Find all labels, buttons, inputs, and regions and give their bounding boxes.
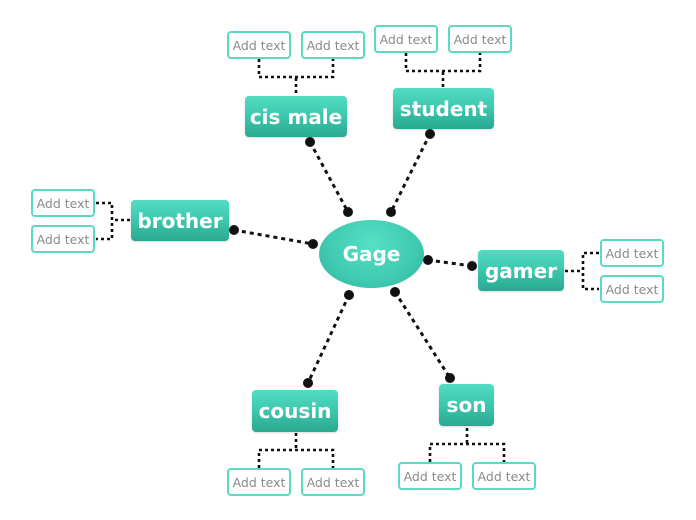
branch-son[interactable]: son <box>439 384 494 426</box>
connector-gamer <box>427 258 473 268</box>
connectors <box>233 133 473 384</box>
connector-dots <box>229 129 477 388</box>
branch-label: student <box>399 96 488 121</box>
branch-brother[interactable]: brother <box>131 200 229 241</box>
branch-label: cousin <box>258 399 332 423</box>
leaf-add-text[interactable]: Add text <box>600 239 664 267</box>
bracket-student <box>404 53 482 87</box>
connector-dot <box>423 255 433 265</box>
leaf-add-text[interactable]: Add text <box>472 462 536 490</box>
branch-label: cis male <box>249 104 343 129</box>
branch-student[interactable]: student <box>393 88 494 129</box>
leaf-add-text[interactable]: Add text <box>448 25 512 53</box>
connector-son <box>393 291 452 379</box>
connector-dot <box>390 287 400 297</box>
bracket-cis-male <box>257 59 335 93</box>
bracket-cousin <box>257 433 335 468</box>
leaf-add-text[interactable]: Add text <box>374 25 438 53</box>
connector-dot <box>303 378 313 388</box>
connector-brother <box>233 228 314 246</box>
leaf-add-text[interactable]: Add text <box>301 31 365 59</box>
branch-cousin[interactable]: cousin <box>252 390 338 432</box>
connector-dot <box>343 207 353 217</box>
branch-cis-male[interactable]: cis male <box>245 96 347 137</box>
connector-dot <box>425 129 435 139</box>
bracket-gamer <box>565 251 599 291</box>
connector-dot <box>386 207 396 217</box>
leaf-add-text[interactable]: Add text <box>31 225 95 253</box>
leaf-add-text[interactable]: Add text <box>227 468 291 496</box>
central-topic-label: Gage <box>342 242 401 266</box>
connector-dot <box>229 225 239 235</box>
connector-dot <box>445 373 455 383</box>
leaf-brackets <box>96 53 599 468</box>
connector-student <box>389 133 432 213</box>
leaf-add-text[interactable]: Add text <box>600 275 664 303</box>
bracket-brother <box>96 201 130 241</box>
branch-gamer[interactable]: gamer <box>478 250 564 291</box>
branch-label: son <box>446 393 487 417</box>
branch-label: brother <box>137 208 223 233</box>
central-topic[interactable]: Gage <box>319 220 424 288</box>
connector-dot <box>308 239 318 249</box>
leaf-add-text[interactable]: Add text <box>301 468 365 496</box>
connector-cis-male <box>308 141 350 213</box>
connector-dot <box>305 137 315 147</box>
connector-cousin <box>306 294 351 384</box>
bracket-son <box>428 428 506 462</box>
branch-label: gamer <box>484 258 558 283</box>
leaf-add-text[interactable]: Add text <box>398 462 462 490</box>
leaf-add-text[interactable]: Add text <box>31 189 95 217</box>
connector-dot <box>467 261 477 271</box>
connector-dot <box>344 290 354 300</box>
leaf-add-text[interactable]: Add text <box>227 31 291 59</box>
